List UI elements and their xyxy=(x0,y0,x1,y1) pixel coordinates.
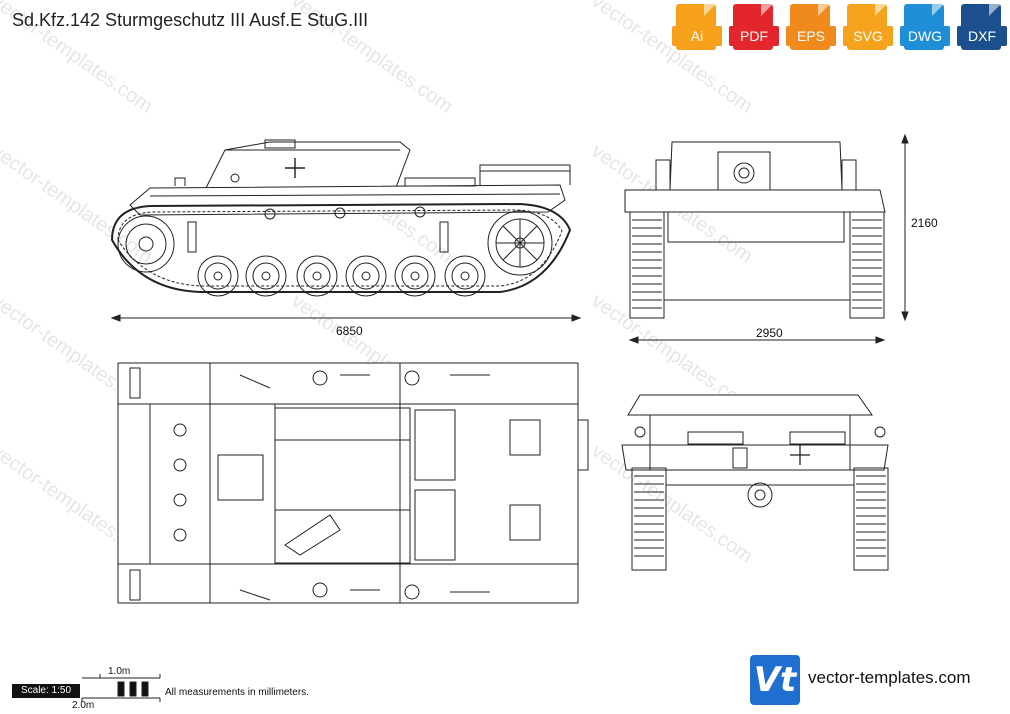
brand-logo-icon[interactable]: Vt xyxy=(750,655,800,705)
width-dimension: 2950 xyxy=(756,326,783,340)
format-label: SVG xyxy=(843,26,893,46)
scale-one-meter: 1.0m xyxy=(108,666,131,677)
top-view xyxy=(117,362,589,604)
height-dimension: 2160 xyxy=(911,216,938,230)
format-badge-dwg[interactable]: DWG xyxy=(900,4,950,52)
rear-view xyxy=(621,394,889,571)
format-label: PDF xyxy=(729,26,779,46)
side-view xyxy=(110,139,582,322)
scale-bar xyxy=(81,674,161,702)
format-badges: Ai PDF EPS SVG DWG DXF xyxy=(672,4,1007,52)
format-badge-ai[interactable]: Ai xyxy=(672,4,722,52)
format-badge-pdf[interactable]: PDF xyxy=(729,4,779,52)
format-label: DWG xyxy=(900,26,950,46)
format-badge-dxf[interactable]: DXF xyxy=(957,4,1007,52)
length-dimension: 6850 xyxy=(336,324,363,338)
format-label: Ai xyxy=(672,26,722,46)
front-view xyxy=(624,133,909,344)
format-badge-eps[interactable]: EPS xyxy=(786,4,836,52)
format-label: DXF xyxy=(957,26,1007,46)
page-title: Sd.Kfz.142 Sturmgeschutz III Ausf.E StuG… xyxy=(12,10,369,30)
scale-two-meter: 2.0m xyxy=(72,700,95,711)
format-label: EPS xyxy=(786,26,836,46)
format-badge-svg[interactable]: SVG xyxy=(843,4,893,52)
scale-label: Scale: 1:50 xyxy=(12,684,80,698)
measurement-note: All measurements in millimeters. xyxy=(165,687,309,698)
brand-site-link[interactable]: vector-templates.com xyxy=(808,668,971,687)
